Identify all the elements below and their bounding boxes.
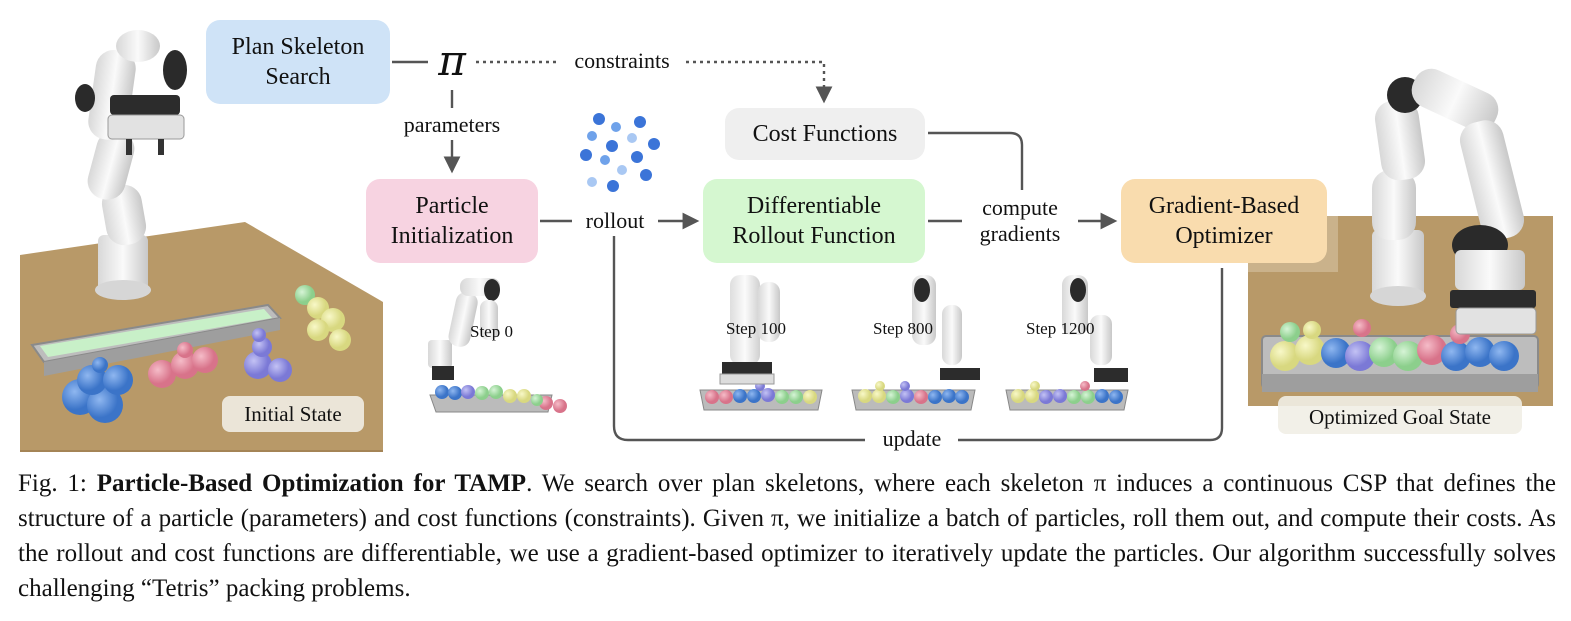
cost-functions-label: Cost Functions (752, 121, 898, 147)
gradient-based-optimizer-label: Gradient-Based Optimizer (1148, 193, 1300, 249)
figure-caption: Fig. 1: Particle-Based Optimization for … (18, 466, 1556, 606)
plan-skeleton-search-node: Plan Skeleton Search (206, 20, 390, 104)
robot-arm-initial (75, 30, 187, 300)
step-1200-thumbnail (1005, 275, 1129, 411)
optimized-goal-state-label: Optimized Goal State (1309, 405, 1491, 429)
step-0-label: Step 0 (470, 322, 513, 341)
particle-initialization-label: Particle Initialization (390, 193, 514, 249)
connectors (392, 60, 1224, 442)
figure: Plan Skeleton Search π Particle Initiali… (20, 20, 1553, 452)
particle-initialization-node: Particle Initialization (366, 179, 538, 263)
update-label: update (866, 426, 958, 452)
step-1200-label: Step 1200 (1026, 319, 1095, 338)
differentiable-rollout-label: Differentiable Rollout Function (732, 193, 896, 249)
goal-state-scene (1248, 68, 1553, 434)
step-800-thumbnail (851, 275, 980, 411)
parameters-label: parameters (388, 112, 516, 138)
caption-prefix: Fig. 1: (18, 470, 97, 497)
rollout-label: rollout (574, 208, 656, 234)
compute-gradients-label: compute gradients (962, 195, 1078, 247)
particle-cloud (580, 113, 660, 192)
robot-arm-goal (1370, 68, 1537, 335)
gradient-based-optimizer-node: Gradient-Based Optimizer (1121, 179, 1327, 263)
differentiable-rollout-node: Differentiable Rollout Function (703, 179, 925, 263)
step-100-thumbnail (699, 275, 823, 411)
step-800-label: Step 800 (873, 319, 933, 338)
caption-body: . We search over plan skeletons, where e… (18, 470, 1557, 602)
cost-functions-node: Cost Functions (725, 108, 925, 160)
constraints-label: constraints (558, 48, 686, 74)
initial-state-scene (20, 30, 383, 452)
plan-skeleton-search-label: Plan Skeleton Search (231, 34, 365, 90)
figure-graphics (20, 30, 1553, 452)
caption-title: Particle-Based Optimization for TAMP (96, 470, 527, 497)
pi-symbol: π (438, 36, 466, 85)
step-100-label: Step 100 (726, 319, 786, 338)
initial-state-label: Initial State (244, 402, 342, 426)
step-0-thumbnail (428, 278, 567, 413)
